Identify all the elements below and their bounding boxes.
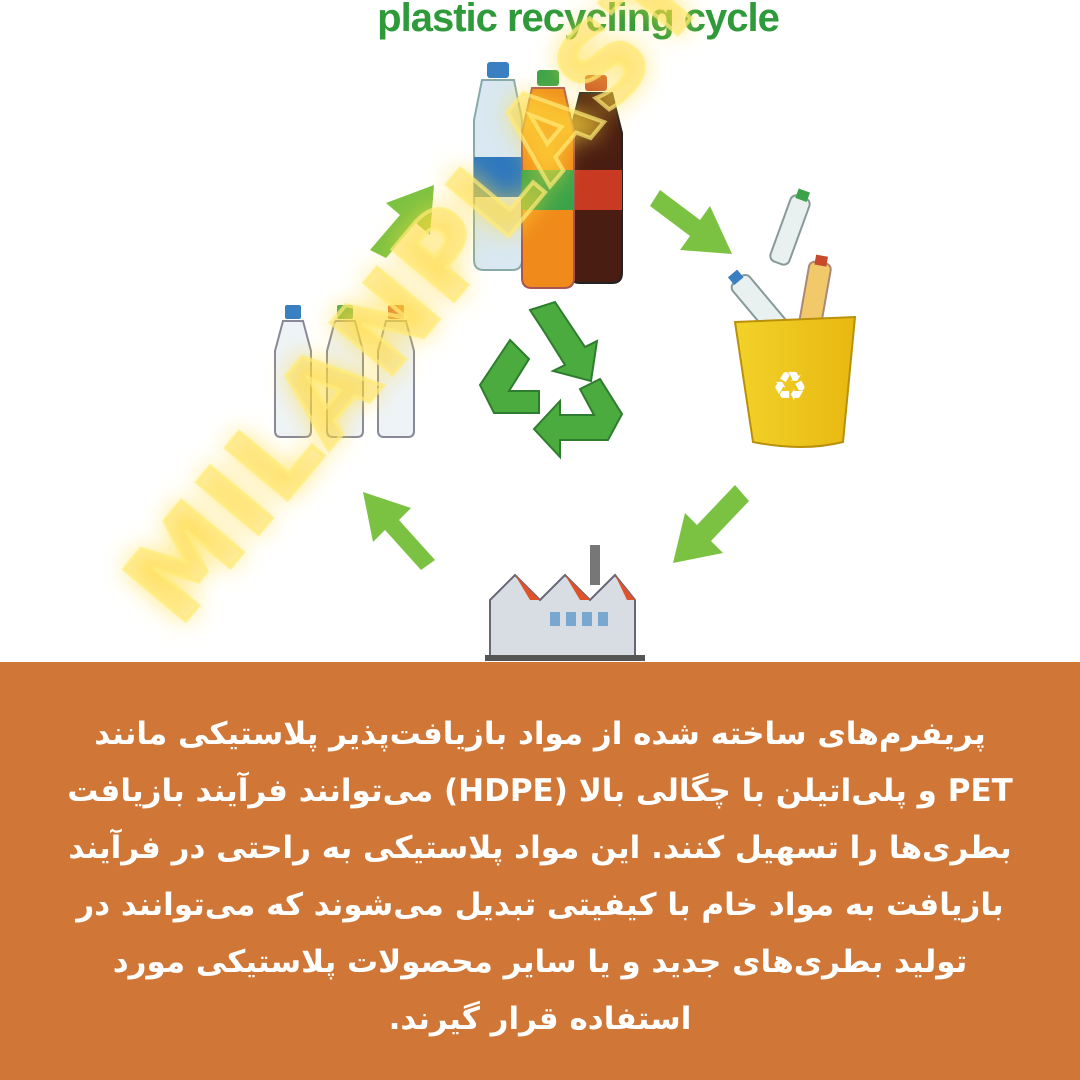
caption-line: بازیافت به مواد خام با کیفیتی تبدیل می‌ش… bbox=[76, 887, 1004, 923]
caption-line: PET و پلی‌اتیلن با چگالی بالا (HDPE) می‌… bbox=[67, 773, 1013, 809]
recycling-cycle-diagram: ♻ bbox=[274, 62, 857, 661]
bin-recycle-icon: ♻ bbox=[772, 364, 808, 410]
factory-icon bbox=[485, 545, 645, 661]
trash-bin-icon: ♻ bbox=[727, 188, 857, 448]
recycle-icon bbox=[478, 300, 624, 460]
illustration-title: plastic recycling cycle bbox=[377, 0, 780, 40]
new-bottles-icon bbox=[274, 305, 415, 438]
caption-line: استفاده قرار گیرند. bbox=[388, 1001, 692, 1037]
caption-line: بطری‌ها را تسهیل کنند. این مواد پلاستیکی… bbox=[68, 830, 1012, 866]
recycling-illustration: plastic recycling cycle bbox=[274, 0, 857, 661]
caption-line: پریفرم‌های ساخته شده از مواد بازیافت‌پذی… bbox=[94, 716, 986, 752]
caption-panel: پریفرم‌های ساخته شده از مواد بازیافت‌پذی… bbox=[0, 662, 1080, 1080]
caption-text: پریفرم‌های ساخته شده از مواد بازیافت‌پذی… bbox=[20, 706, 1060, 1048]
caption-line: تولید بطری‌های جدید و یا سایر محصولات پل… bbox=[112, 944, 968, 980]
arrow-icon bbox=[363, 185, 749, 570]
bottles-icon bbox=[473, 62, 623, 289]
